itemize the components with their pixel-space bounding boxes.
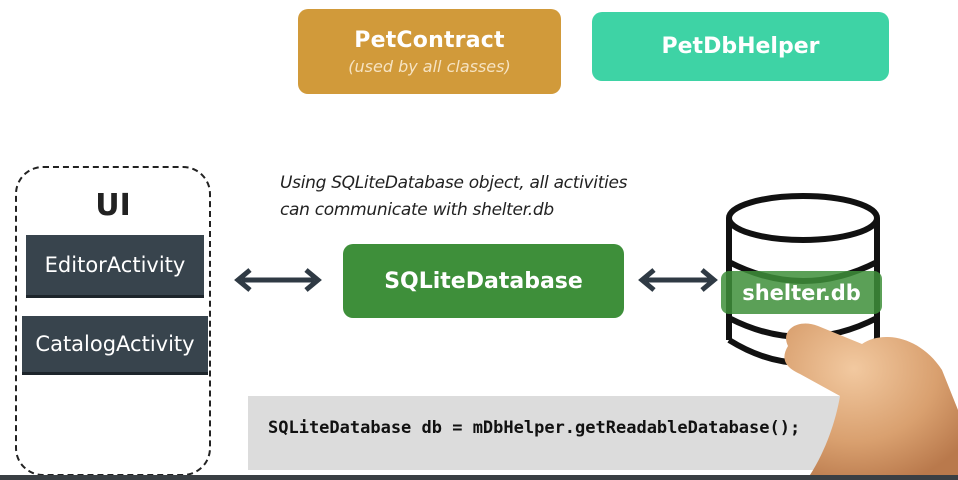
sqlite-database-box: SQLiteDatabase [343, 244, 624, 318]
ui-group-title: UI [95, 188, 131, 223]
code-snippet-text: SQLiteDatabase db = mDbHelper.getReadabl… [268, 418, 801, 438]
pet-contract-title: PetContract [354, 27, 505, 53]
catalog-activity-box: CatalogActivity [22, 316, 208, 375]
editor-activity-box: EditorActivity [26, 235, 204, 298]
pet-db-helper-box: PetDbHelper [592, 12, 889, 81]
double-arrow-icon [638, 268, 718, 292]
pointing-hand-icon [784, 323, 958, 475]
annotation-note: Using SQLiteDatabase object, all activit… [280, 170, 700, 224]
annotation-line-1: Using SQLiteDatabase object, all activit… [280, 173, 628, 193]
pet-db-helper-title: PetDbHelper [661, 34, 820, 59]
annotation-line-2: can communicate with shelter.db [280, 200, 554, 220]
double-arrow-icon [234, 268, 322, 292]
pet-contract-box: PetContract (used by all classes) [298, 9, 561, 94]
shelter-db-label: shelter.db [721, 271, 882, 314]
bottom-bar [0, 475, 958, 480]
pet-contract-subtitle: (used by all classes) [348, 56, 511, 76]
